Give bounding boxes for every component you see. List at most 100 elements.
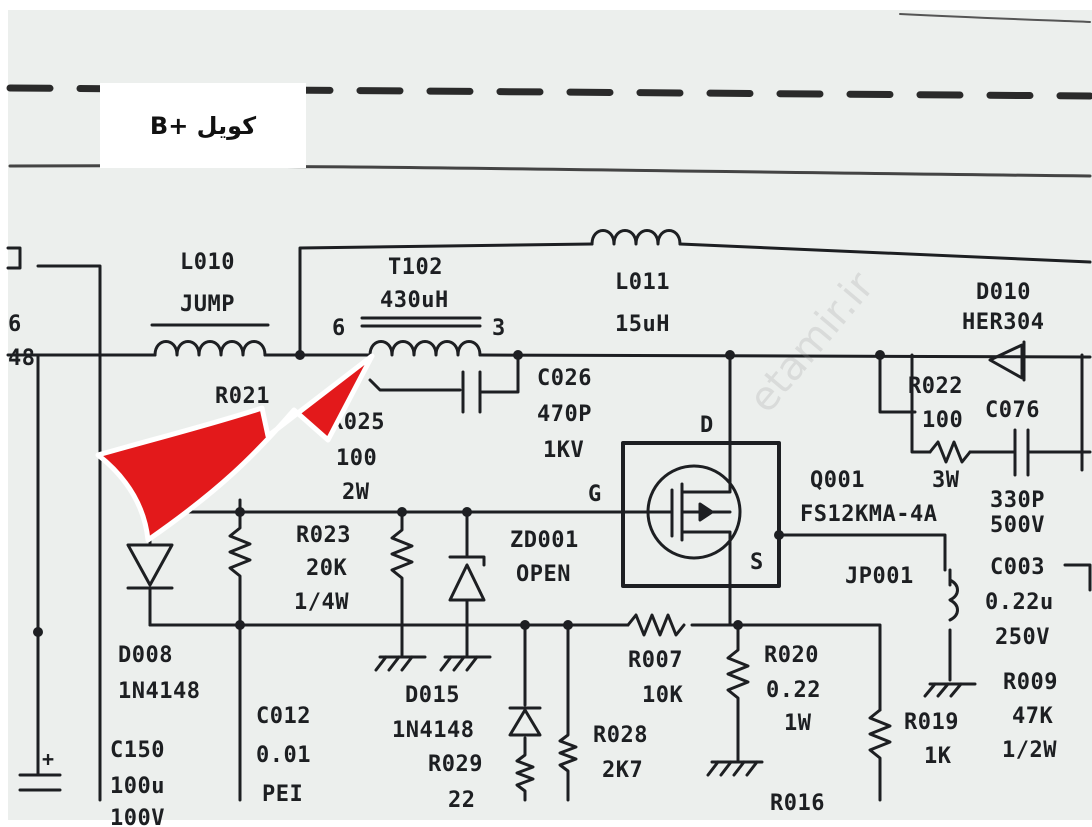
r007-zigzag: [626, 613, 686, 637]
r028-ref: R028: [593, 723, 648, 748]
title-label: کویل +B: [149, 111, 257, 140]
wire-t102-right: [478, 353, 1092, 359]
jp001-ref: JP001: [845, 564, 914, 589]
c150-voltage: 100V: [110, 806, 165, 827]
d008-ref: D008: [118, 643, 173, 668]
t102-pin-left: 6: [332, 316, 346, 341]
r022-ref: R022: [908, 374, 963, 399]
r022-value: 100: [922, 408, 964, 433]
c012-value: 0.01: [256, 743, 311, 768]
r025-ref: R025: [330, 410, 385, 435]
q001-source-channel: [680, 530, 732, 588]
r020-power: 1W: [784, 711, 812, 736]
c003-value: 0.22u: [985, 590, 1054, 615]
r009-ref: R009: [1003, 670, 1058, 695]
r016-zigzag: [868, 708, 892, 802]
t102-ref: T102: [388, 255, 443, 280]
c026-ref: C026: [537, 366, 592, 391]
r007-value: 10K: [642, 683, 684, 708]
r023-zigzag: [390, 510, 414, 657]
c003-voltage: 250V: [995, 625, 1050, 650]
t102-coil: [368, 340, 482, 357]
wire-left-edge: [6, 246, 22, 270]
wire-l011-right: [678, 242, 1092, 264]
q001-box: [621, 441, 781, 588]
r020-zigzag: [726, 623, 750, 762]
edge-label-bottom: 48: [8, 346, 36, 371]
wire-c003-right: [1063, 563, 1092, 592]
r009-power: 1/2W: [1002, 738, 1057, 763]
l011-ref: L011: [615, 270, 670, 295]
edge-label-top: 6: [8, 312, 22, 337]
c076-ref: C076: [985, 398, 1040, 423]
d015-triangle: [508, 708, 542, 737]
ground-zd001: [439, 655, 492, 672]
l010-value: JUMP: [180, 292, 235, 317]
ground-r020: [706, 760, 764, 777]
q001-pin-d: D: [700, 413, 714, 438]
zd001-ref: ZD001: [510, 528, 579, 553]
c150-ref: C150: [110, 738, 165, 763]
jp001-coil: [948, 568, 959, 622]
d010-ref: D010: [976, 280, 1031, 305]
l011-coil: [590, 229, 682, 246]
d015-value: 1N4148: [392, 718, 475, 743]
wire-right-branch: [878, 353, 917, 414]
q001-part: FS12KMA-4A: [800, 502, 938, 527]
r021-vertical: [228, 510, 252, 802]
d010-anode: [988, 343, 1024, 380]
wire-c026-right: [478, 353, 520, 394]
l010-coil: [153, 340, 267, 357]
junction-dots: [33, 350, 885, 637]
r023-value: 20K: [306, 556, 348, 581]
c012-ref: C012: [256, 704, 311, 729]
r020-value: 0.22: [766, 678, 821, 703]
t102-value: 430uH: [380, 288, 449, 313]
d010-value: HER304: [962, 310, 1045, 335]
zd001-bar: [448, 555, 486, 567]
wire-r022-down: [910, 353, 932, 454]
r029-value: 22: [448, 788, 476, 813]
r023-ref: R023: [296, 523, 351, 548]
d015-ref: D015: [405, 683, 460, 708]
q001-pin-g: G: [588, 482, 602, 507]
c026-value: 470P: [537, 402, 592, 427]
l010-ref: L010: [180, 250, 235, 275]
r016-ref: R016: [770, 791, 825, 816]
c150-value: 100u: [110, 774, 165, 799]
frame-line-top: [899, 13, 1091, 23]
d008-value: 1N4148: [118, 679, 201, 704]
r022-zigzag: [928, 440, 972, 464]
t102-pin-right: 3: [492, 316, 506, 341]
r029-ref: R029: [428, 752, 483, 777]
c076-voltage: 500V: [990, 513, 1045, 538]
r023-power: 1/4W: [294, 590, 349, 615]
q001-drain-channel: [680, 353, 732, 494]
c076-value: 330P: [990, 488, 1045, 513]
r025-power: 2W: [342, 480, 370, 505]
wire-top-bypass: [298, 242, 594, 357]
arrow-shape: [95, 353, 375, 543]
d008-triangle: [126, 543, 174, 587]
wire-snubber: [368, 378, 462, 392]
r020-ref: R020: [764, 643, 819, 668]
c150-plus-sign: +: [42, 747, 55, 771]
r009-value: 47K: [1012, 704, 1054, 729]
r019-value: 1K: [924, 744, 952, 769]
r019-ref: R019: [904, 710, 959, 735]
ground-r019: [923, 682, 977, 698]
q001-ref: Q001: [810, 468, 865, 493]
c003-ref: C003: [990, 555, 1045, 580]
wire-r007-right: [690, 623, 882, 712]
r022-power: 3W: [932, 468, 960, 493]
ground-r023: [374, 655, 427, 672]
wire-source-right: [777, 533, 947, 572]
c012-type: PEI: [262, 782, 304, 807]
title-box: کویل +B: [100, 83, 306, 168]
q001-body-arrow: [698, 502, 714, 522]
r029-zigzag: [515, 736, 535, 802]
zd001-value: OPEN: [516, 562, 571, 587]
q001-pin-s: S: [750, 550, 764, 575]
r028-value: 2K7: [602, 758, 644, 783]
